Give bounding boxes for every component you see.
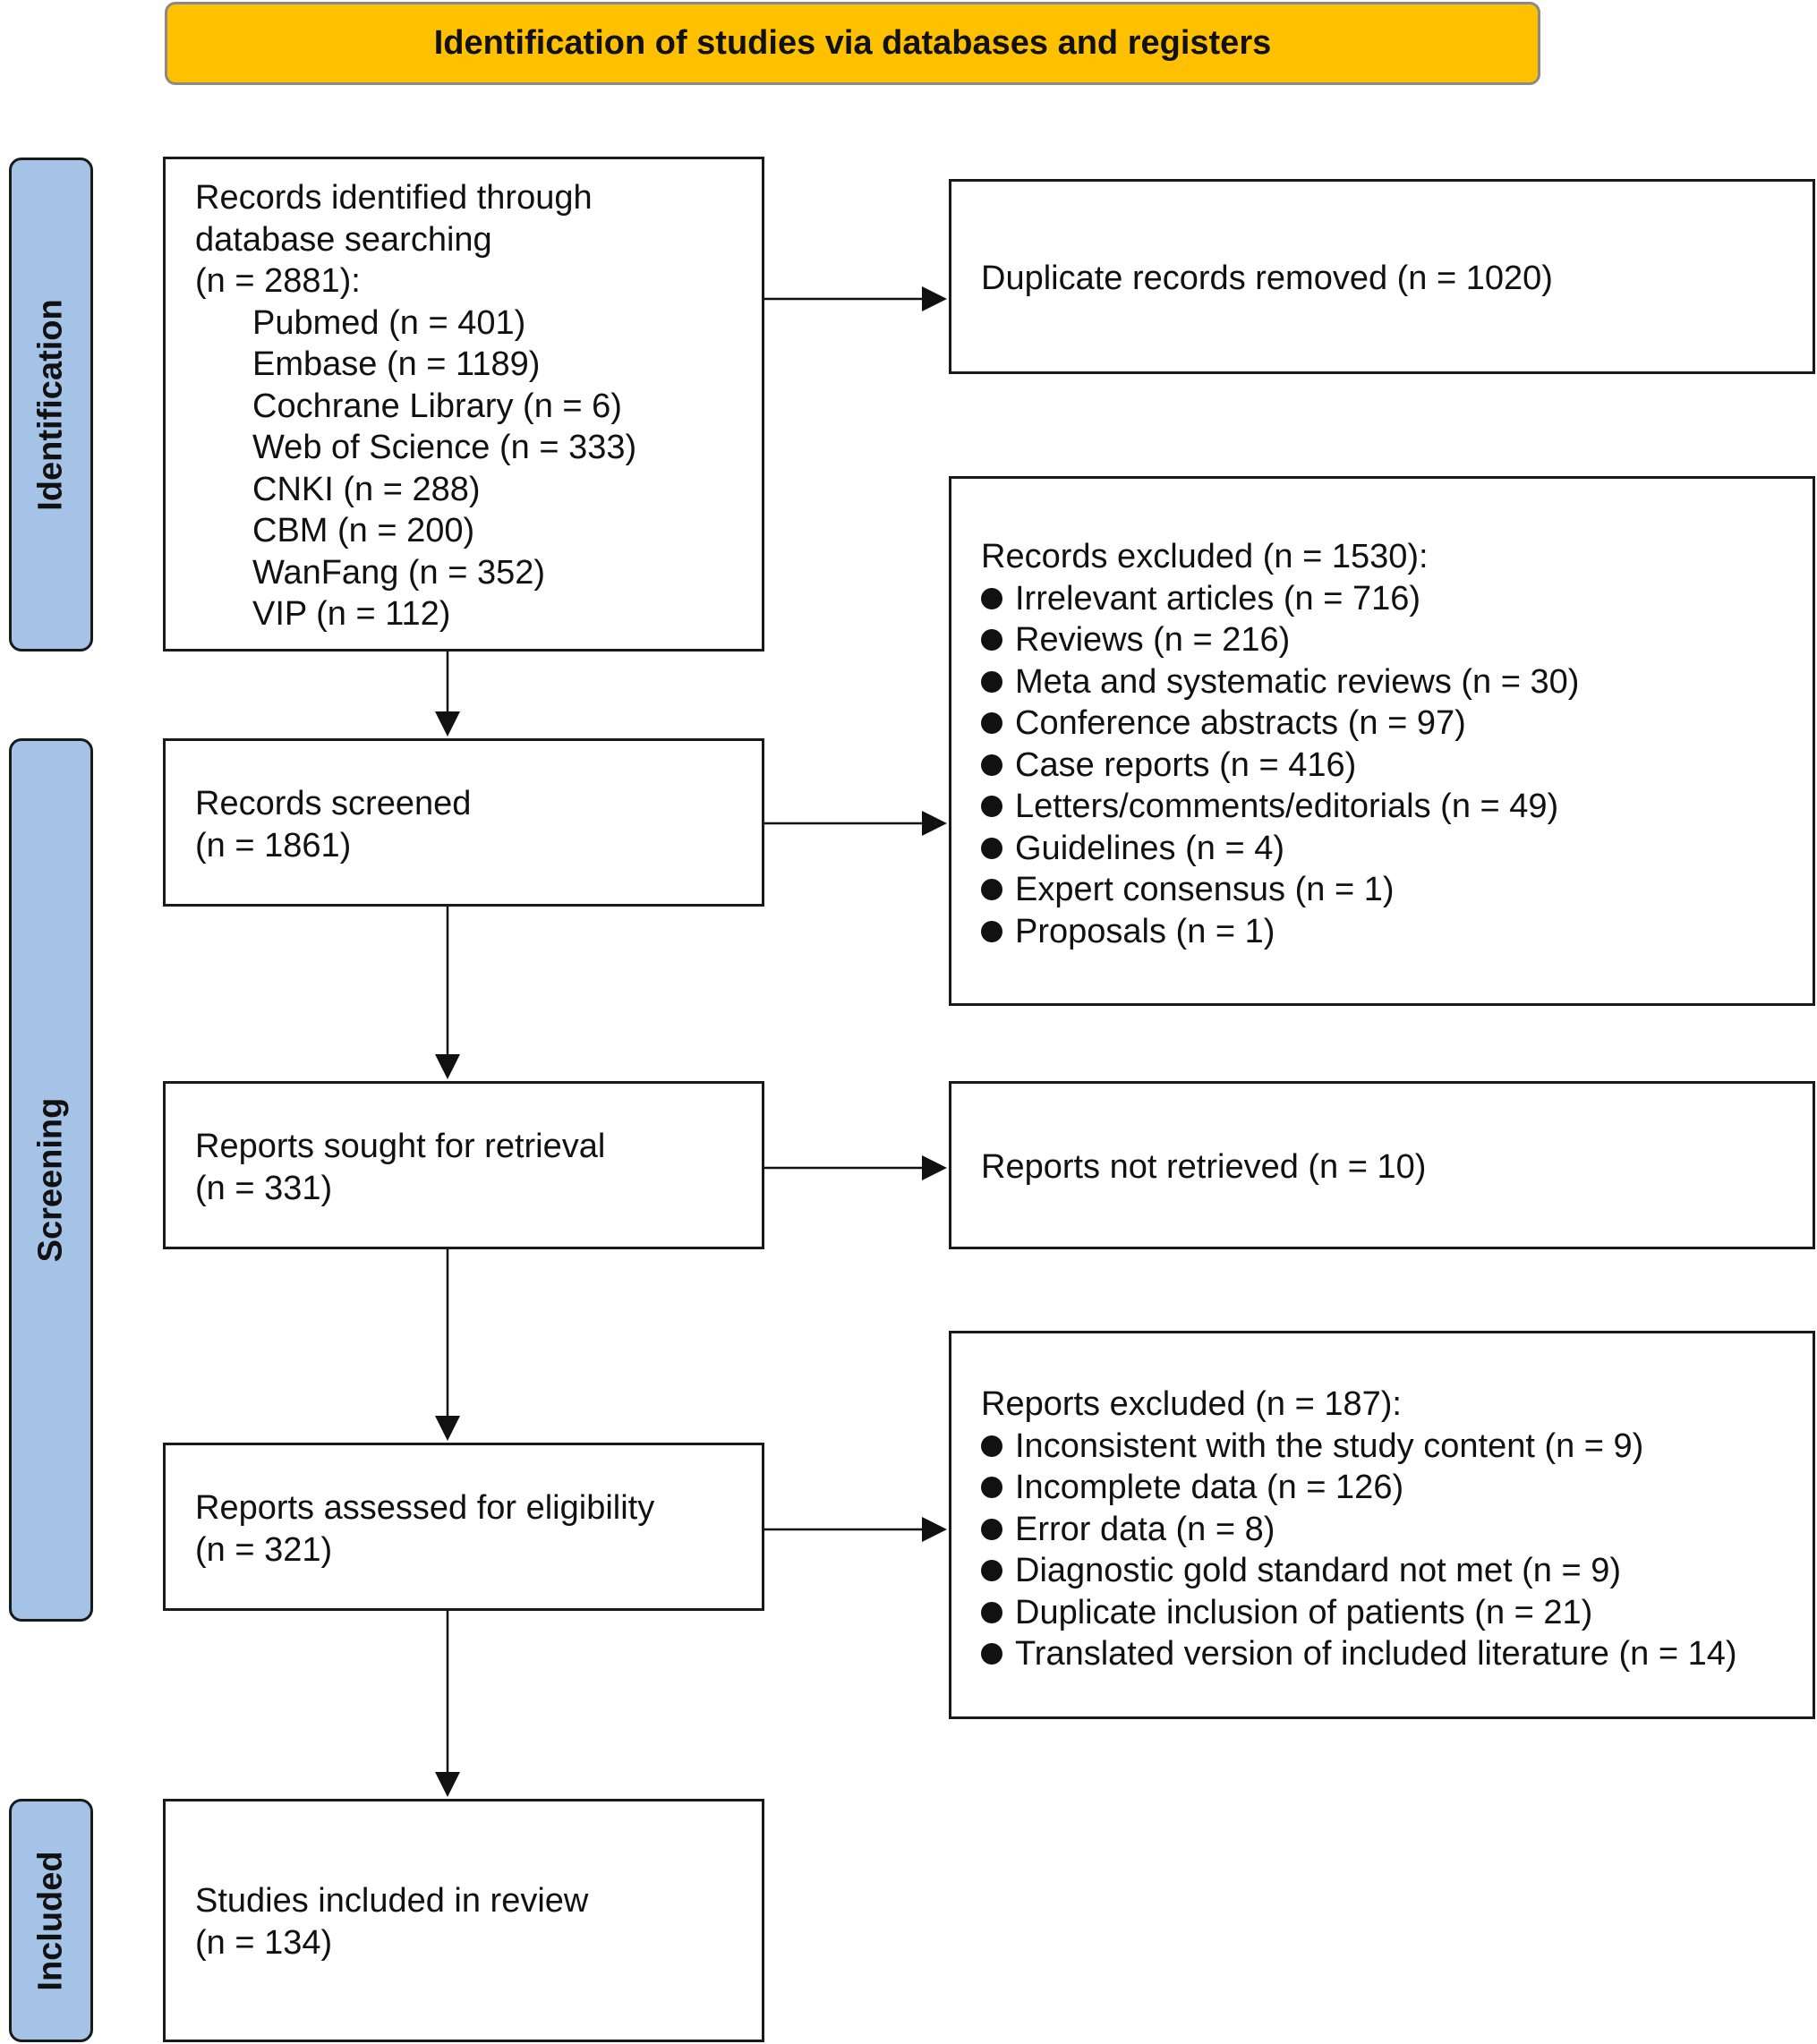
arrowhead-icon — [922, 1517, 947, 1542]
bullet-dot-icon — [981, 1518, 1002, 1540]
bullet-dot-icon — [981, 1435, 1002, 1457]
records-excluded-item: Letters/comments/editorials (n = 49) — [981, 786, 1813, 828]
records-excluded-item: Proposals (n = 1) — [981, 911, 1813, 953]
reports-assessed-line1: Reports assessed for eligibility — [195, 1489, 655, 1527]
studies-included-box: Studies included in review (n = 134) — [163, 1799, 764, 2042]
duplicates-removed-text: Duplicate records removed (n = 1020) — [981, 260, 1553, 297]
arrowhead-icon — [435, 1772, 460, 1797]
arrowhead-icon — [435, 711, 460, 737]
bullet-dot-icon — [981, 754, 1002, 776]
records-screened-box: Records screened (n = 1861) — [163, 738, 764, 907]
header-banner: Identification of studies via databases … — [165, 2, 1540, 85]
records-excluded-box: Records excluded (n = 1530): Irrelevant … — [949, 476, 1815, 1006]
reports-sought-line1: Reports sought for retrieval — [195, 1128, 606, 1165]
records-identified-line1: Records identified through — [195, 179, 593, 217]
bullet-dot-icon — [981, 796, 1002, 818]
reports-excluded-item: Diagnostic gold standard not met (n = 9) — [981, 1550, 1813, 1592]
bullet-dot-icon — [981, 1601, 1002, 1623]
arrowhead-icon — [922, 286, 947, 311]
bullet-dot-icon — [981, 1643, 1002, 1665]
reports-excluded-item: Inconsistent with the study content (n =… — [981, 1426, 1813, 1468]
bullet-dot-icon — [981, 712, 1002, 735]
arrowhead-icon — [922, 811, 947, 836]
records-excluded-item: Irrelevant articles (n = 716) — [981, 578, 1813, 620]
records-excluded-item: Reviews (n = 216) — [981, 619, 1813, 661]
reports-not-retrieved-box: Reports not retrieved (n = 10) — [949, 1081, 1815, 1249]
bullet-dot-icon — [981, 837, 1002, 859]
source-pubmed: Pubmed (n = 401) — [252, 303, 526, 342]
arrowhead-icon — [435, 1054, 460, 1079]
reports-assessed-box: Reports assessed for eligibility (n = 32… — [163, 1443, 764, 1611]
bullet-dot-icon — [981, 1477, 1002, 1499]
stage-screening: Screening — [9, 738, 93, 1622]
reports-excluded-item: Error data (n = 8) — [981, 1509, 1813, 1551]
source-cbm: CBM (n = 200) — [252, 512, 475, 549]
records-excluded-item: Case reports (n = 416) — [981, 745, 1813, 787]
reports-assessed-line2: (n = 321) — [195, 1530, 333, 1569]
source-vip: VIP (n = 112) — [252, 595, 451, 633]
reports-not-retrieved-text: Reports not retrieved (n = 10) — [981, 1148, 1427, 1186]
bullet-dot-icon — [981, 1560, 1002, 1582]
stage-included: Included — [9, 1799, 93, 2042]
records-excluded-item: Expert consensus (n = 1) — [981, 869, 1813, 911]
bullet-dot-icon — [981, 629, 1002, 652]
records-identified-line2: database searching — [195, 220, 492, 259]
records-excluded-item: Conference abstracts (n = 97) — [981, 703, 1813, 745]
bullet-dot-icon — [981, 920, 1002, 942]
reports-excluded-box: Reports excluded (n = 187): Inconsistent… — [949, 1331, 1815, 1719]
arrowhead-icon — [922, 1155, 947, 1180]
reports-excluded-item: Translated version of included literatur… — [981, 1633, 1813, 1675]
source-embase: Embase (n = 1189) — [252, 345, 541, 383]
reports-excluded-item: Duplicate inclusion of patients (n = 21) — [981, 1592, 1813, 1634]
source-cnki: CNKI (n = 288) — [252, 470, 481, 508]
records-screened-line1: Records screened — [195, 785, 472, 822]
header-title: Identification of studies via databases … — [433, 24, 1272, 62]
records-identified-total: (n = 2881): — [195, 262, 361, 300]
records-screened-line2: (n = 1861) — [195, 826, 352, 864]
reports-excluded-title: Reports excluded (n = 187): — [981, 1385, 1402, 1423]
source-wanfang: WanFang (n = 352) — [252, 553, 546, 592]
studies-included-line2: (n = 134) — [195, 1923, 333, 1962]
arrowhead-icon — [435, 1416, 460, 1441]
records-excluded-title: Records excluded (n = 1530): — [981, 538, 1429, 575]
reports-excluded-item: Incomplete data (n = 126) — [981, 1467, 1813, 1509]
bullet-dot-icon — [981, 879, 1002, 901]
reports-sought-box: Reports sought for retrieval (n = 331) — [163, 1081, 764, 1249]
source-web-of-science: Web of Science (n = 333) — [252, 429, 637, 466]
bullet-dot-icon — [981, 670, 1002, 693]
records-excluded-item: Guidelines (n = 4) — [981, 828, 1813, 870]
bullet-dot-icon — [981, 587, 1002, 609]
source-cochrane: Cochrane Library (n = 6) — [252, 387, 622, 425]
records-excluded-item: Meta and systematic reviews (n = 30) — [981, 661, 1813, 703]
studies-included-line1: Studies included in review — [195, 1882, 589, 1920]
stage-identification: Identification — [9, 158, 93, 652]
reports-sought-line2: (n = 331) — [195, 1169, 333, 1207]
records-identified-box: Records identified through database sear… — [163, 157, 764, 652]
duplicates-removed-box: Duplicate records removed (n = 1020) — [949, 179, 1815, 374]
